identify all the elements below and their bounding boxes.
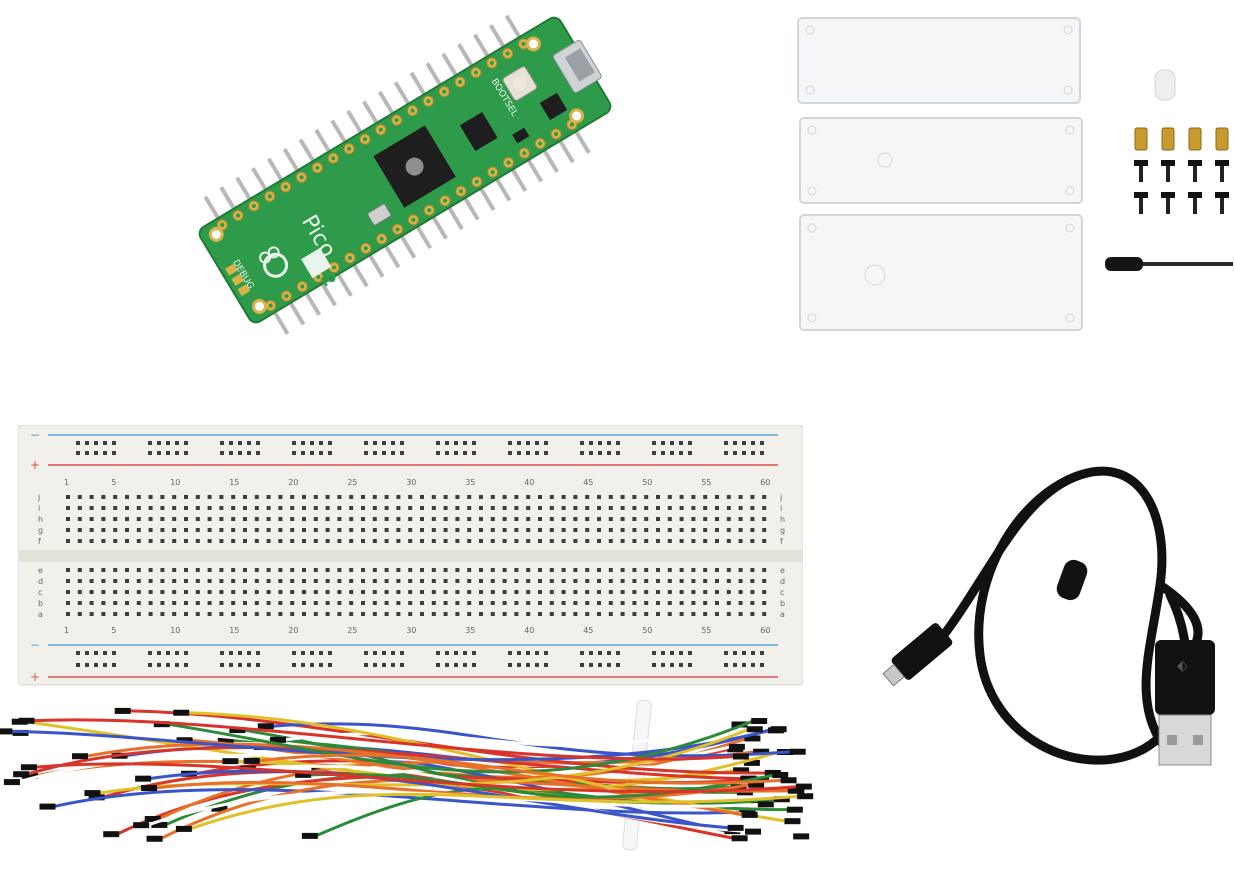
row-letter-top: f bbox=[38, 537, 41, 546]
row-letter-top-right: i bbox=[780, 504, 782, 513]
acrylic-panel-middle bbox=[799, 117, 1083, 204]
header-pins-bottom bbox=[203, 14, 591, 335]
row-letter-bottom: d bbox=[38, 577, 43, 586]
column-number-bottom: 10 bbox=[170, 626, 180, 635]
rail-plus-label-bottom: + bbox=[30, 670, 40, 684]
rubber-foot bbox=[1154, 69, 1176, 101]
micro-usb-plug bbox=[882, 623, 953, 687]
acrylic-case-illustration bbox=[797, 17, 1233, 331]
row-letter-bottom-right: d bbox=[780, 577, 785, 586]
column-number-top: 5 bbox=[111, 478, 116, 487]
jumper-wire bbox=[282, 722, 735, 747]
usb-cable-illustration: ⬖ bbox=[882, 466, 1215, 766]
row-letter-bottom: e bbox=[38, 566, 43, 575]
rail-minus-label: − bbox=[30, 428, 40, 442]
row-letter-top: g bbox=[38, 526, 43, 535]
jumper-wire bbox=[256, 753, 785, 785]
usb-trident-icon: ⬖ bbox=[1177, 658, 1188, 674]
jumper-wire bbox=[188, 792, 801, 831]
column-number-bottom: 1 bbox=[64, 626, 69, 635]
column-number-top: 15 bbox=[229, 478, 239, 487]
screwdriver bbox=[1105, 257, 1233, 271]
acrylic-panel-top bbox=[797, 17, 1081, 104]
row-letter-top: j bbox=[37, 493, 40, 502]
row-letter-top-right: g bbox=[780, 526, 785, 535]
screws bbox=[1134, 160, 1229, 214]
column-number-bottom: 20 bbox=[288, 626, 298, 635]
usb-a-plug: ⬖ bbox=[1155, 640, 1215, 766]
jumper-wires-bundle bbox=[0, 690, 820, 866]
column-number-bottom: 45 bbox=[583, 626, 593, 635]
row-letter-bottom-right: e bbox=[780, 566, 785, 575]
jumper-wire bbox=[153, 780, 752, 801]
column-number-top: 45 bbox=[583, 478, 593, 487]
breadboard-holes bbox=[66, 441, 767, 667]
row-letter-bottom-right: b bbox=[780, 599, 785, 608]
jumper-wire bbox=[147, 769, 732, 830]
micro-usb-cable: ⬖ bbox=[870, 455, 1235, 805]
crystal bbox=[367, 203, 392, 226]
column-number-bottom: 35 bbox=[465, 626, 475, 635]
row-letter-top-right: j bbox=[779, 493, 782, 502]
jumper-wire bbox=[31, 718, 737, 761]
column-number-top: 35 bbox=[465, 478, 475, 487]
raspberry-logo-icon bbox=[259, 246, 289, 278]
ferrite-bead bbox=[1056, 559, 1088, 601]
row-letter-bottom-right: c bbox=[780, 588, 784, 597]
column-number-bottom: 55 bbox=[701, 626, 711, 635]
column-number-top: 1 bbox=[64, 478, 69, 487]
column-number-bottom: 50 bbox=[642, 626, 652, 635]
row-letter-top: h bbox=[38, 515, 43, 524]
pico-2-board-illustration: BOOTSEL Pico 2 DEBUG bbox=[198, 14, 612, 335]
column-number-bottom: 15 bbox=[229, 626, 239, 635]
row-letter-top-right: f bbox=[780, 537, 783, 546]
column-number-bottom: 5 bbox=[111, 626, 116, 635]
column-number-bottom: 25 bbox=[347, 626, 357, 635]
column-number-bottom: 40 bbox=[524, 626, 534, 635]
jumper-wire bbox=[25, 745, 744, 781]
column-number-top: 55 bbox=[701, 478, 711, 487]
column-number-top: 25 bbox=[347, 478, 357, 487]
row-letter-bottom: a bbox=[38, 610, 43, 619]
jumper-wire bbox=[166, 719, 755, 774]
center-channel bbox=[18, 550, 803, 562]
rail-plus-label: + bbox=[30, 458, 40, 472]
wire-strands bbox=[0, 707, 814, 842]
row-letter-top-right: h bbox=[780, 515, 785, 524]
column-number-top: 20 bbox=[288, 478, 298, 487]
row-letter-top: i bbox=[38, 504, 40, 513]
brass-standoffs bbox=[1134, 127, 1229, 151]
pico-2-board: BOOTSEL Pico 2 DEBUG bbox=[185, 0, 625, 355]
acrylic-case-kit bbox=[790, 10, 1235, 340]
column-number-top: 60 bbox=[760, 478, 770, 487]
column-number-top: 50 bbox=[642, 478, 652, 487]
rail-minus-label-bottom: − bbox=[30, 638, 40, 652]
column-number-bottom: 30 bbox=[406, 626, 416, 635]
column-number-top: 30 bbox=[406, 478, 416, 487]
jumper-wire bbox=[33, 762, 800, 794]
column-number-top: 10 bbox=[170, 478, 180, 487]
column-number-bottom: 60 bbox=[760, 626, 770, 635]
acrylic-panel-bottom bbox=[799, 214, 1083, 331]
row-letter-bottom: c bbox=[38, 588, 42, 597]
flash-chip bbox=[459, 111, 498, 152]
row-letter-bottom-right: a bbox=[780, 610, 785, 619]
column-number-top: 40 bbox=[524, 478, 534, 487]
row-letter-bottom: b bbox=[38, 599, 43, 608]
jumper-wires-illustration bbox=[0, 699, 814, 851]
